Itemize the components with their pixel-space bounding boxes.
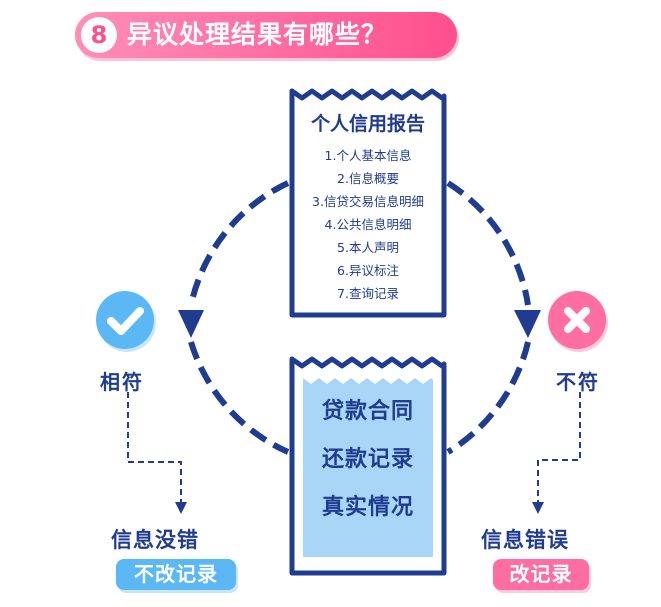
check-icon	[107, 307, 144, 335]
title-number: 8	[81, 17, 117, 53]
report-item: 4.公共信息明细	[324, 217, 412, 232]
contract-line: 还款记录	[321, 447, 414, 472]
match-label: 相符	[100, 370, 144, 394]
connector-right	[532, 392, 581, 514]
arc-bottom-right	[446, 341, 531, 455]
arrowhead-right	[514, 310, 541, 338]
connector-left	[127, 392, 187, 514]
arrowhead-left	[178, 310, 204, 338]
report-title: 个人信用报告	[310, 113, 425, 135]
arc-top-left	[188, 180, 290, 306]
mismatch-result-tag: 改记录	[493, 559, 589, 590]
page-title: 异议处理结果有哪些？	[127, 20, 388, 49]
match-status-circle	[96, 291, 154, 349]
cross-icon	[564, 307, 590, 333]
mismatch-label: 不符	[556, 370, 600, 394]
credit-report-card: 个人信用报告 1.个人基本信息 2.信息概要 3.信贷交易信息明细 4.公共信息…	[288, 87, 448, 315]
report-item: 7.查询记录	[337, 286, 399, 301]
contract-receipt-shape	[289, 356, 447, 576]
contract-line: 真实情况	[321, 495, 414, 520]
match-result-title: 信息没错	[111, 528, 199, 552]
arc-top-right	[446, 180, 531, 306]
report-receipt-shape	[289, 88, 447, 318]
contract-card: 贷款合同 还款记录 真实情况	[288, 355, 448, 575]
report-item: 1.个人基本信息	[324, 148, 412, 163]
arc-bottom-left	[188, 341, 290, 455]
mismatch-result-title: 信息错误	[481, 528, 569, 552]
report-item: 5.本人声明	[337, 240, 399, 255]
report-item: 6.异议标注	[337, 263, 399, 278]
match-result-tag: 不改记录	[116, 559, 236, 590]
report-item: 3.信贷交易信息明细	[312, 194, 424, 209]
report-item: 2.信息概要	[337, 171, 399, 186]
title-banner: 8 异议处理结果有哪些？	[75, 12, 457, 58]
contract-line: 贷款合同	[321, 399, 414, 424]
mismatch-status-circle	[548, 291, 606, 349]
